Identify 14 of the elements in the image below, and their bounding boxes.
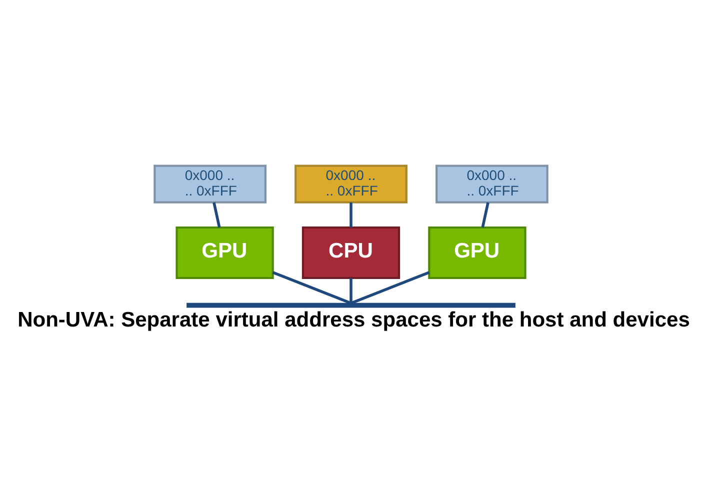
- connector: [350, 270, 430, 304]
- connector: [272, 270, 352, 304]
- node-box: 0x000 .. .. 0xFFF: [436, 164, 548, 203]
- caption: Non-UVA: Separate virtual address spaces for the host and devices: [18, 308, 690, 331]
- node-box: GPU: [176, 226, 274, 279]
- node-bar: [186, 302, 516, 308]
- node-box: GPU: [428, 226, 526, 279]
- connector: [481, 202, 490, 228]
- node-box: 0x000 .. .. 0xFFF: [294, 164, 408, 203]
- connector: [212, 202, 221, 228]
- connector: [350, 278, 352, 303]
- node-box: 0x000 .. .. 0xFFF: [154, 164, 266, 203]
- node-box: CPU: [302, 226, 400, 279]
- connector: [350, 202, 352, 227]
